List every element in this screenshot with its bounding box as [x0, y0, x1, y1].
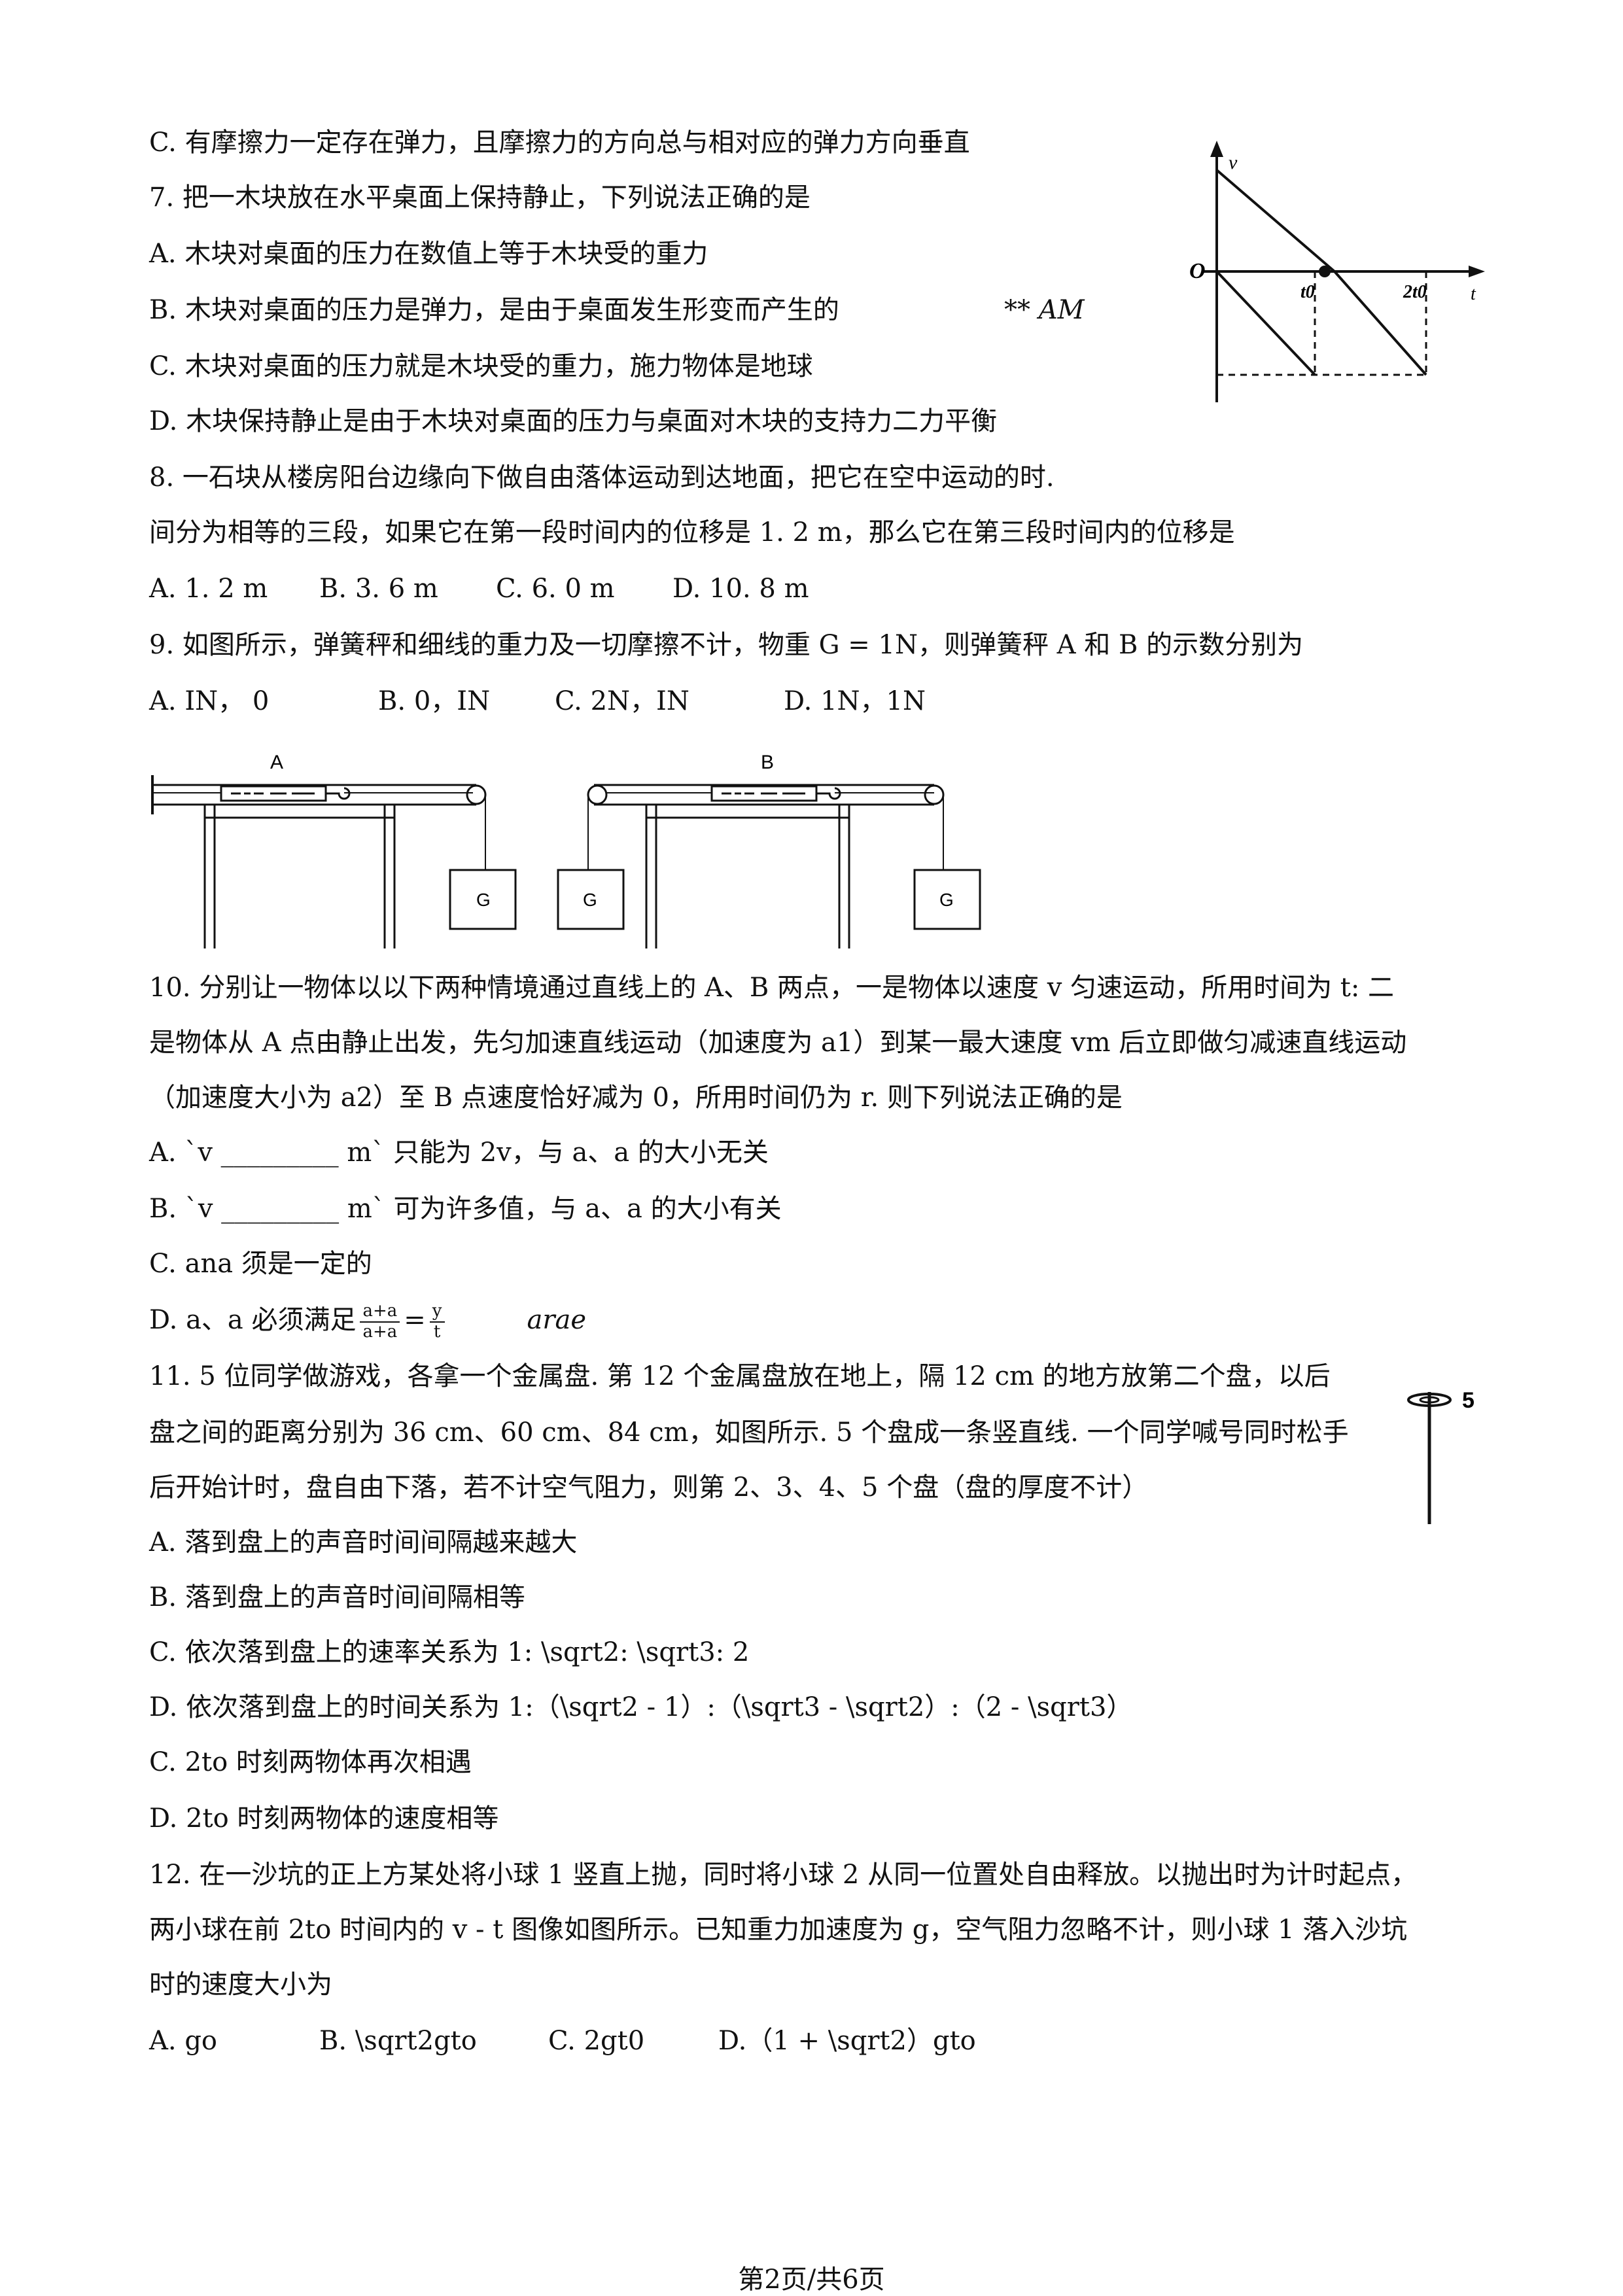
pulley-b-left	[587, 784, 608, 805]
q10d-tail: arae	[527, 1304, 587, 1335]
q8-option-c: C. 6. 0 m	[496, 574, 615, 604]
weight-b-right	[913, 869, 981, 930]
q12-option-b: B. \sqrt2gto	[319, 2026, 477, 2056]
t-axis-arrow	[1469, 266, 1485, 277]
question-8-cont: 间分为相等的三段，如果它在第一段时间内的位移是 1. 2 m，那么它在第三段时间…	[149, 517, 1235, 548]
question-11-option-b: B. 落到盘上的声音时间间隔相等	[149, 1582, 525, 1612]
q9-option-d: D. 1N，1N	[784, 686, 926, 716]
q12-option-a: A. go	[149, 2026, 218, 2056]
question-12: 12. 在一沙坑的正上方某处将小球 1 竖直上抛，同时将小球 2 从同一位置处自…	[149, 1860, 1418, 1890]
page-footer: 第2页/共6页	[738, 2265, 885, 2295]
question-11-option-a: A. 落到盘上的声音时间间隔越来越大	[149, 1527, 578, 1557]
question-10: 10. 分别让一物体以以下两种情境通过直线上的 A、B 两点，一是物体以速度 v…	[149, 973, 1395, 1003]
weight-a	[449, 869, 517, 930]
q8-option-b: B. 3. 6 m	[319, 574, 438, 604]
question-7-option-c: C. 木块对桌面的压力就是木块受的重力，施力物体是地球	[149, 351, 813, 381]
question-10-option-c: C. ana 须是一定的	[149, 1249, 372, 1279]
vt-graph: v O t0 2t0 t	[1189, 141, 1485, 402]
t2-label: 2t0	[1403, 282, 1427, 302]
weight-b-right-label: G	[939, 890, 954, 910]
question-8: 8. 一石块从楼房阳台边缘向下做自由落体运动到达地面，把它在空中运动的时.	[149, 462, 1055, 493]
spring-scale-figure: G A G G B	[151, 752, 981, 948]
pulley-a	[466, 784, 487, 805]
disk-label: 5	[1462, 1388, 1475, 1413]
question-10-cont-2: （加速度大小为 a2）至 B 点速度恰好减为 0，所用时间仍为 r. 则下列说法…	[149, 1083, 1123, 1113]
question-11-option-f: D. 2to 时刻两物体的速度相等	[149, 1803, 499, 1834]
q9-option-b: B. 0，IN	[378, 686, 491, 716]
v-label: v	[1229, 152, 1238, 173]
question-10-cont-1: 是物体从 A 点由静止出发，先匀加速直线运动（加速度为 a1）到某一最大速度 v…	[149, 1028, 1407, 1058]
question-10-option-a: A. `v _________ m` 只能为 2v，与 a、a 的大小无关	[149, 1138, 769, 1168]
question-12-options: A. go B. \sqrt2gto C. 2gt0 D.（1 + \sqrt2）gt…	[149, 2026, 976, 2055]
q12-option-d: D.（1 + \sqrt2）gto	[718, 2026, 976, 2056]
question-12-cont-2: 时的速度大小为	[149, 1970, 332, 2000]
intersection-dot	[1319, 266, 1331, 277]
q10d-text: D. a、a 必须满足	[149, 1304, 357, 1335]
q8-option-d: D. 10. 8 m	[672, 574, 809, 604]
figure-a: G A	[151, 752, 517, 948]
weight-a-label: G	[476, 890, 491, 910]
question-12-cont-1: 两小球在前 2to 时间内的 v - t 图像如图所示。已知重力加速度为 g，空…	[149, 1915, 1408, 1945]
q10d-equals: =	[404, 1304, 426, 1335]
question-11-cont-1: 盘之间的距离分别为 36 cm、60 cm、84 cm，如图所示. 5 个盘成一…	[149, 1418, 1349, 1448]
disk-figure: 5	[1407, 1388, 1475, 1524]
question-11-option-c: C. 依次落到盘上的速率关系为 1: \sqrt2: \sqrt3: 2	[149, 1637, 750, 1667]
q8-option-a: A. 1. 2 m	[149, 574, 268, 604]
q12-option-c: C. 2gt0	[548, 2026, 645, 2056]
v-axis-arrow	[1210, 141, 1223, 157]
question-7-note: ** AM	[1004, 295, 1085, 325]
question-10-option-b: B. `v _________ m` 可为许多值，与 a、a 的大小有关	[149, 1194, 782, 1224]
origin-label: O	[1189, 259, 1206, 283]
t0-label: t0	[1300, 282, 1315, 302]
question-11-option-d: D. 依次落到盘上的时间关系为 1:（\sqrt2 - 1）:（\sqrt3 -…	[149, 1692, 1133, 1722]
question-8-options: A. 1. 2 m B. 3. 6 m C. 6. 0 m D. 10. 8 m	[149, 574, 809, 603]
question-7: 7. 把一木块放在水平桌面上保持静止，下列说法正确的是	[149, 183, 811, 213]
question-11-cont-2: 后开始计时，盘自由下落，若不计空气阻力，则第 2、3、4、5 个盘（盘的厚度不计…	[149, 1472, 1149, 1503]
question-7-option-d: D. 木块保持静止是由于木块对桌面的压力与桌面对木块的支持力二力平衡	[149, 406, 998, 436]
ball-1-line-upper	[1215, 169, 1336, 273]
question-7-option-b: B. 木块对桌面的压力是弹力，是由于桌面发生形变而产生的	[149, 295, 839, 325]
t-label: t	[1471, 284, 1476, 304]
option-c-friction: C. 有摩擦力一定存在弹力，且摩擦力的方向总与相对应的弹力方向垂直	[149, 128, 970, 158]
q9-option-a: A. IN， 0	[149, 686, 270, 716]
weight-b-left-label: G	[583, 890, 597, 910]
q9-option-c: C. 2N，IN	[555, 686, 689, 716]
ball-2-line	[1215, 270, 1316, 376]
label-a: A	[270, 752, 283, 773]
pulley-b-right	[924, 784, 945, 805]
figure-b: G G B	[557, 752, 981, 948]
question-9-options: A. IN， 0 B. 0，IN C. 2N，IN D. 1N，1N	[149, 687, 926, 716]
question-7-option-a: A. 木块对桌面的压力在数值上等于木块受的重力	[149, 239, 708, 269]
question-9: 9. 如图所示，弹簧秤和细线的重力及一切摩擦不计，物重 G = 1N，则弹簧秤 …	[149, 630, 1304, 660]
weight-b-left	[557, 869, 625, 930]
question-11-option-e: C. 2to 时刻两物体再次相遇	[149, 1747, 472, 1777]
question-11: 11. 5 位同学做游戏，各拿一个金属盘. 第 12 个金属盘放在地上，隔 12…	[149, 1361, 1331, 1391]
ball-1-line-lower	[1333, 270, 1427, 376]
label-b: B	[761, 752, 774, 773]
